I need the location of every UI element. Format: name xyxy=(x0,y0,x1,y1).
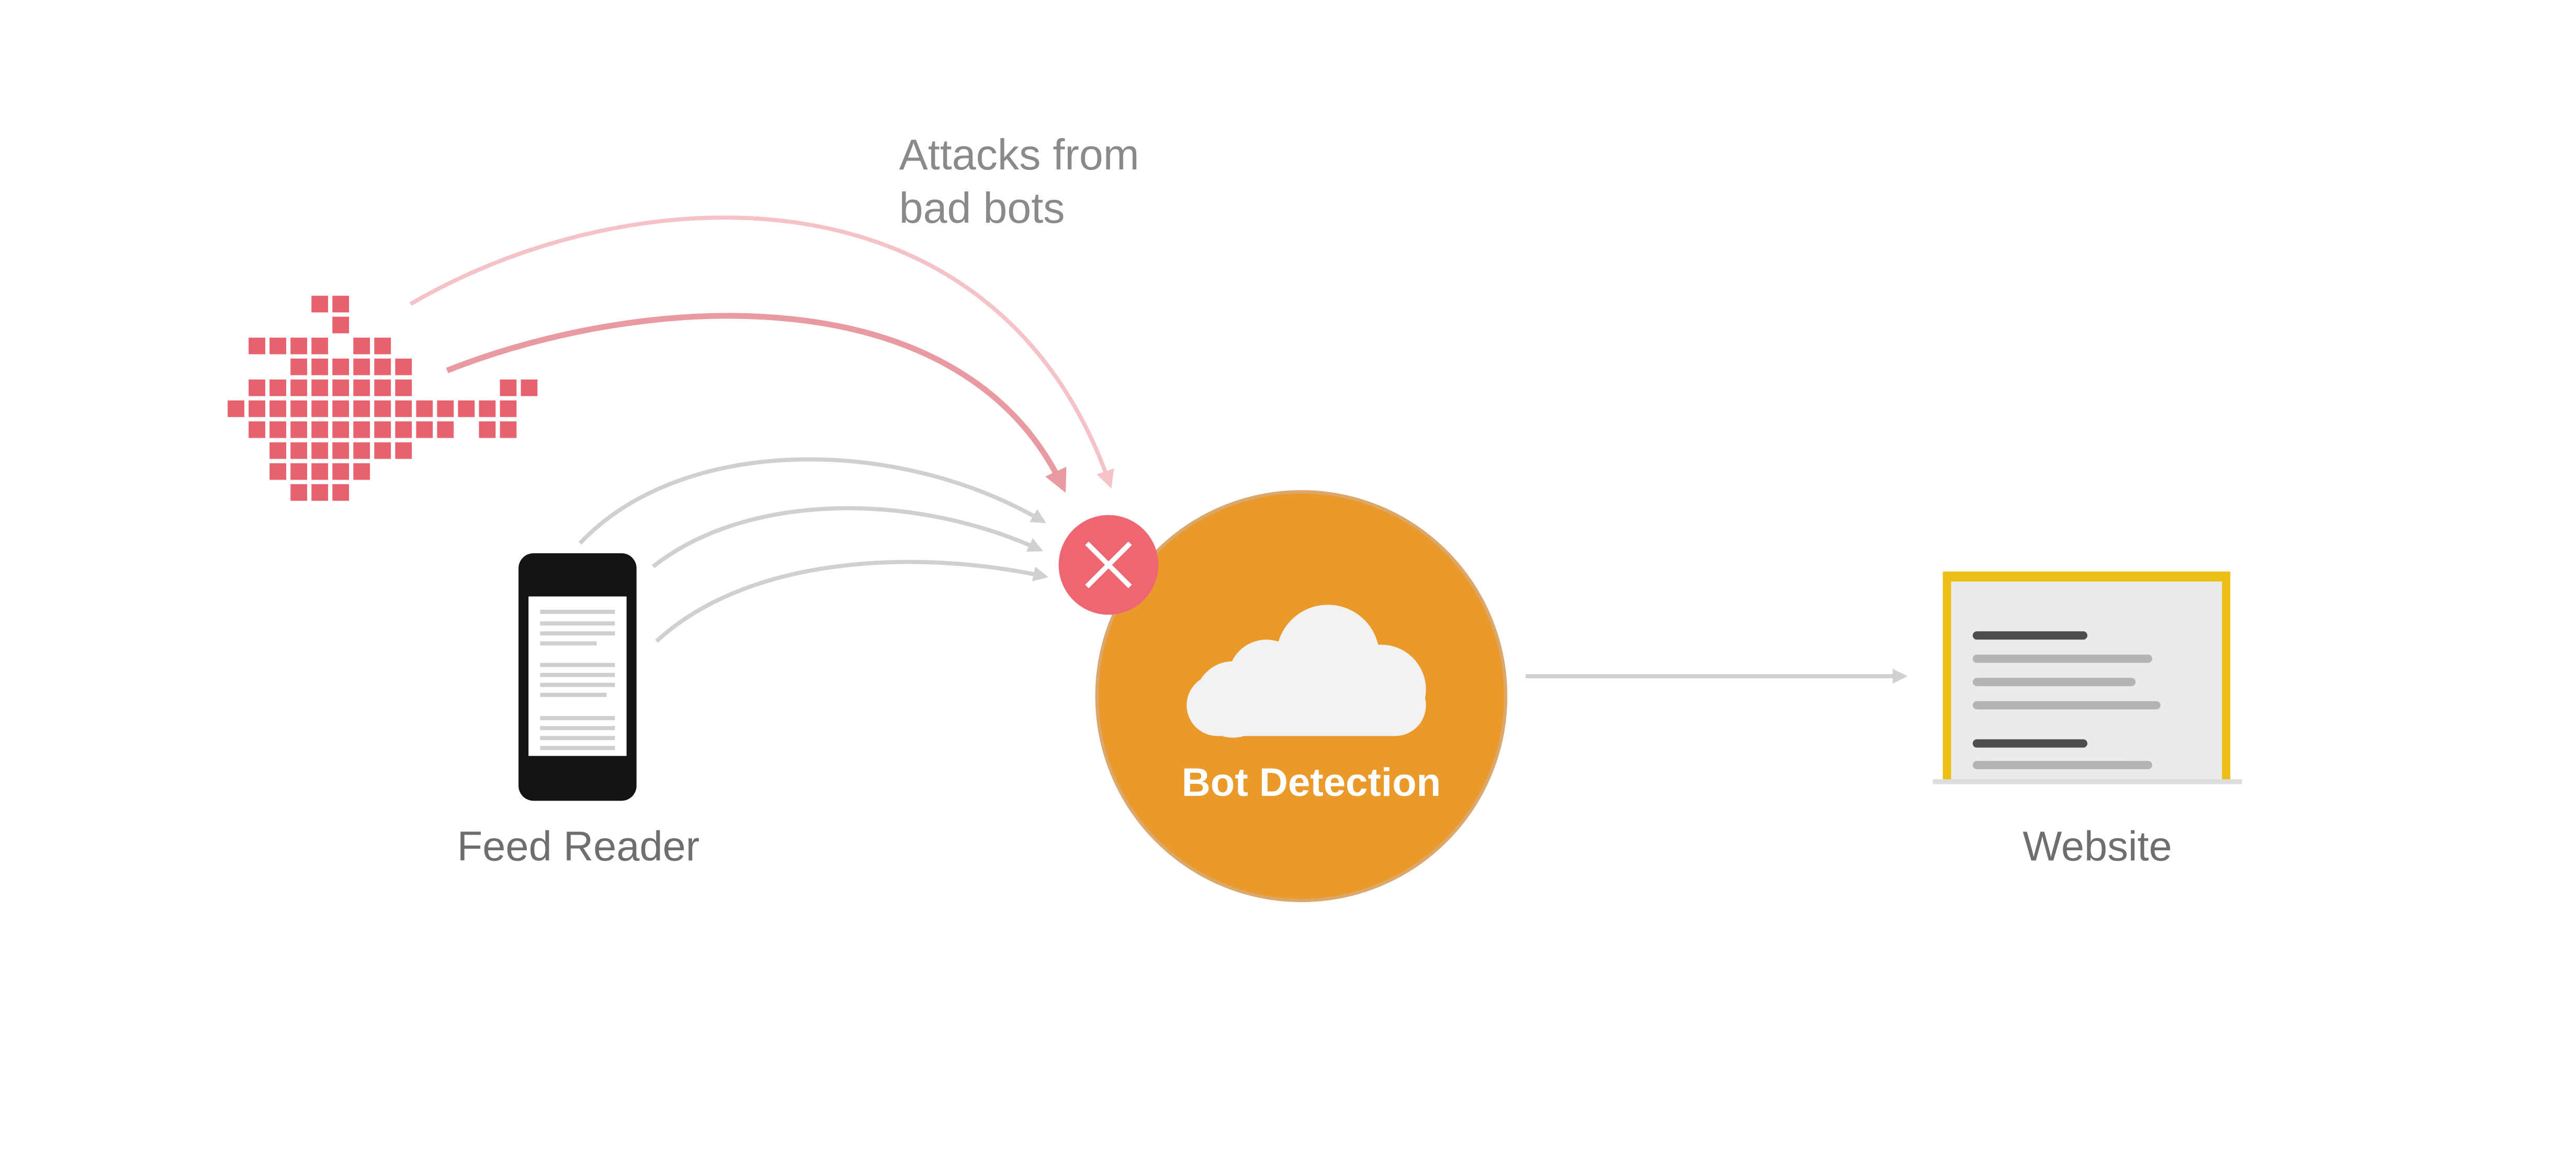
bot-pixel xyxy=(353,463,370,480)
feed-reader-label: Feed Reader xyxy=(457,823,700,870)
request-arrow xyxy=(578,457,1046,545)
bot-pixel xyxy=(332,400,349,417)
bot-pixel xyxy=(437,400,454,417)
bot-pixel xyxy=(353,337,370,355)
bot-pixel xyxy=(228,400,244,417)
bot-pixel xyxy=(311,463,329,480)
bot-pixel xyxy=(458,400,475,417)
bot-pixel xyxy=(374,337,391,355)
bot-pixel xyxy=(290,442,308,459)
bot-pixel xyxy=(353,379,370,396)
bot-pixel xyxy=(311,295,329,313)
bot-pixel xyxy=(437,421,454,438)
bot-pixel xyxy=(374,379,391,396)
bot-pixel xyxy=(269,421,287,438)
bot-pixel xyxy=(332,358,349,375)
bot-pixel xyxy=(311,421,329,438)
bot-pixel xyxy=(332,379,349,396)
bot-pixel xyxy=(353,400,370,417)
bot-pixel xyxy=(395,400,412,417)
bot-pixel xyxy=(248,400,266,417)
bot-pixel xyxy=(290,337,308,355)
bot-pixel xyxy=(311,358,329,375)
bot-detection-label: Bot Detection xyxy=(1182,760,1441,805)
request-arrow xyxy=(655,560,1048,643)
bird-pixel-swarm-icon xyxy=(228,295,538,501)
bot-pixel xyxy=(290,421,308,438)
bot-pixel xyxy=(311,484,329,501)
bot-pixel xyxy=(332,463,349,480)
bot-pixel xyxy=(290,400,308,417)
attack-arrow-light xyxy=(409,215,1114,489)
bot-pixel xyxy=(374,400,391,417)
bot-pixel xyxy=(479,421,496,438)
bot-pixel xyxy=(395,358,412,375)
bot-pixel xyxy=(269,337,287,355)
bot-pixel xyxy=(269,400,287,417)
attacks-label-line1: Attacks from xyxy=(899,130,1139,179)
bot-pixel xyxy=(311,337,329,355)
bot-pixel xyxy=(332,295,349,313)
bot-pixel xyxy=(353,442,370,459)
bot-pixel xyxy=(416,400,433,417)
bot-pixel xyxy=(311,400,329,417)
bot-pixel xyxy=(311,379,329,396)
bot-pixel xyxy=(500,421,517,438)
bot-pixel xyxy=(521,379,538,396)
bot-pixel xyxy=(332,421,349,438)
laptop-icon xyxy=(1933,571,2242,784)
bot-pixel xyxy=(269,379,287,396)
attack-arrows xyxy=(409,215,1114,493)
bot-pixel xyxy=(479,400,496,417)
bot-detection-node: Bot Detection xyxy=(1095,490,1508,903)
bot-pixel xyxy=(290,484,308,501)
bot-pixel xyxy=(353,421,370,438)
bot-pixel xyxy=(374,442,391,459)
attack-arrow-strong xyxy=(446,313,1067,493)
bot-pixel xyxy=(248,337,266,355)
bot-pixel xyxy=(395,421,412,438)
website-label: Website xyxy=(2023,823,2172,870)
bot-pixel xyxy=(395,379,412,396)
bot-pixel xyxy=(332,316,349,334)
bot-pixel xyxy=(374,421,391,438)
bot-pixel xyxy=(269,442,287,459)
bot-pixel xyxy=(248,421,266,438)
bot-pixel xyxy=(416,421,433,438)
feed-reader-arrows xyxy=(578,457,1048,643)
bot-pixel xyxy=(500,379,517,396)
bot-pixel xyxy=(290,379,308,396)
bot-pixel xyxy=(374,358,391,375)
request-arrow xyxy=(652,506,1043,568)
bot-pixel xyxy=(269,463,287,480)
bot-pixel xyxy=(500,400,517,417)
close-icon xyxy=(1058,515,1159,615)
attacks-label-line2: bad bots xyxy=(899,184,1065,232)
cloud-icon xyxy=(1187,605,1426,738)
bot-pixel xyxy=(311,442,329,459)
bot-pixel xyxy=(332,484,349,501)
bot-pixel xyxy=(332,442,349,459)
bot-pixel xyxy=(290,358,308,375)
bot-pixel xyxy=(353,358,370,375)
bot-pixel xyxy=(248,379,266,396)
bot-pixel xyxy=(290,463,308,480)
phone-icon xyxy=(518,553,637,801)
bot-pixel xyxy=(395,442,412,459)
